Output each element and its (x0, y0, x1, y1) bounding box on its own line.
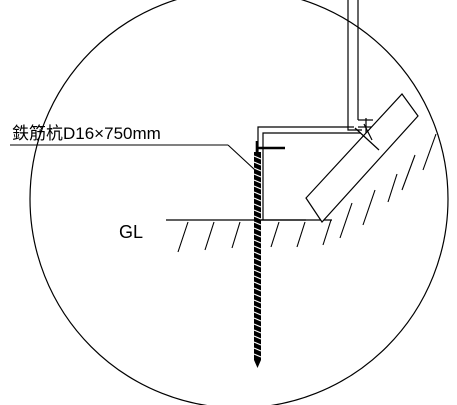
rebar-shaft (253, 152, 262, 368)
rebar-stake-label: 鉄筋杭D16×750mm (12, 124, 161, 143)
corner-connector (354, 123, 380, 151)
ground-level-label: GL (119, 222, 144, 242)
vertical-wall (347, 0, 359, 128)
rebar-head (255, 141, 285, 153)
diagonal-beam (305, 93, 419, 223)
leader-line (10, 144, 256, 171)
base-frame (257, 126, 362, 221)
ground-hatching (177, 133, 437, 253)
detail-circle (29, 0, 449, 405)
